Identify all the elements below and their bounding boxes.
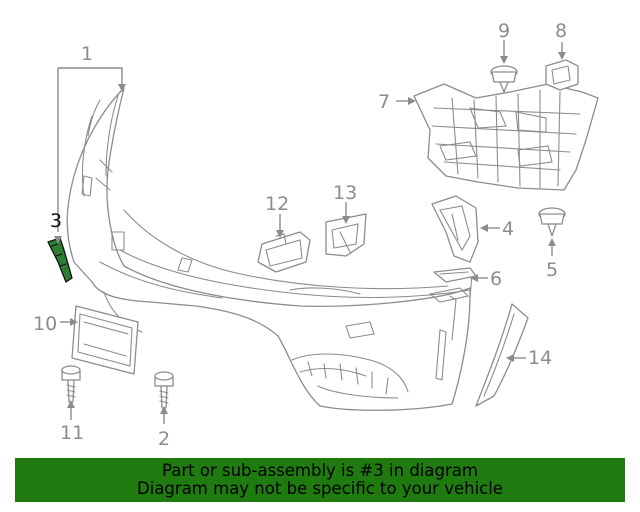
callout-2: 2 [158,428,170,450]
part-3-highlighted [47,237,73,283]
notice-banner: Part or sub-assembly is #3 in diagram Di… [15,458,625,502]
part-2-screw [154,371,174,409]
part-11-screw [61,365,81,403]
banner-line-2: Diagram may not be specific to your vehi… [137,479,503,498]
callout-14: 14 [528,347,552,369]
callout-8: 8 [555,20,567,42]
callout-6: 6 [490,268,502,290]
part-6-bracket [433,267,477,283]
callout-3: 3 [50,210,62,232]
part-13-bracket [325,213,367,257]
callout-10: 10 [33,313,57,335]
callout-11: 11 [60,422,84,444]
callout-12: 12 [265,193,289,215]
callout-7: 7 [378,91,390,113]
bumper-cover [66,87,473,411]
callout-5: 5 [546,259,558,281]
part-9-nut [490,65,518,93]
part-14-trim [475,303,529,407]
callout-9: 9 [498,20,510,42]
callout-13: 13 [333,182,357,204]
part-12-bracket [257,231,311,273]
part-7-carrier [413,83,599,191]
part-4-bracket [431,195,479,263]
callout-1: 1 [81,43,93,65]
part-10-license-bracket [71,305,139,375]
leader-lines [54,40,566,424]
banner-line-1: Part or sub-assembly is #3 in diagram [162,461,478,480]
part-8-clip [545,59,579,91]
part-5-nut [538,207,566,237]
callout-4: 4 [502,218,514,240]
